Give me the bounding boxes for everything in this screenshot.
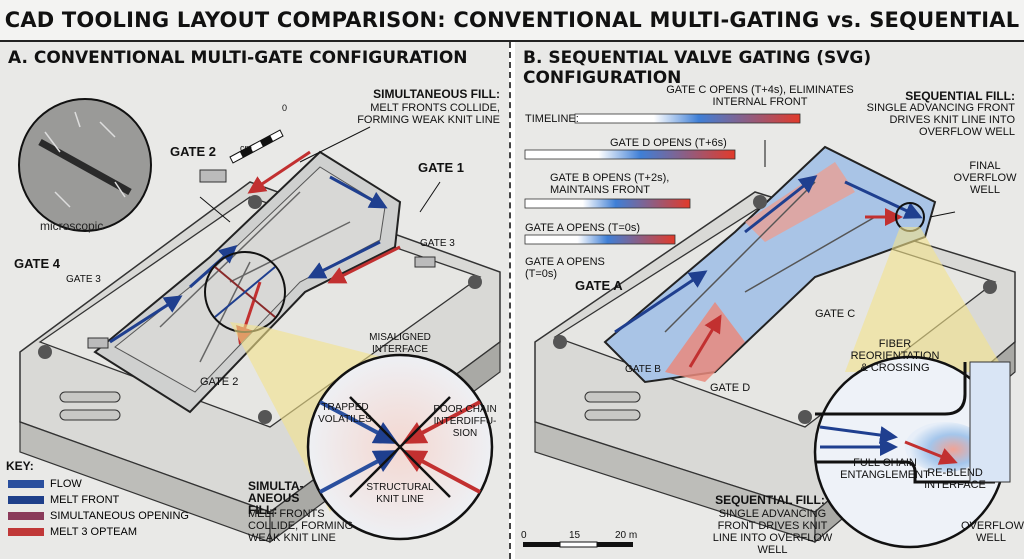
microscopic-label: microscopic (40, 219, 104, 233)
gate-b-timeline-label: GATE B OPENS (T+2s), MAINTAINS FRONT (550, 172, 670, 196)
gate-a-timeline-label: GATE A OPENS (T=0s) (525, 222, 641, 234)
legend: KEY: FLOW MELT FRONT SIMULTANEOUS OPENIN… (6, 460, 206, 540)
scale-20: 20 m (615, 530, 638, 541)
legend-label: FLOW (50, 478, 82, 490)
gate-a-label: GATE A (575, 278, 623, 293)
gate-d-label: GATE D (710, 382, 751, 394)
gate-c-timeline-label: GATE C OPENS (T+4s), ELIMINATES INTERNAL… (666, 84, 854, 108)
panel-conventional: A. CONVENTIONAL MULTI-GATE CONFIGURATION… (0, 42, 509, 559)
mold-drawing-b (523, 113, 1016, 549)
panel-b-heading: B. SEQUENTIAL VALVE GATING (SVG) CONFIGU… (523, 48, 872, 88)
zoom-bottom-label: STRUCTURAL KNIT LINE (366, 482, 434, 505)
gate-3-small-right: GATE 3 (420, 238, 455, 249)
callout-top-body: MELT FRONTS COLLIDE, FORMING WEAK KNIT L… (357, 102, 500, 126)
bottom-seq-body: SINGLE ADVANCING FRONT DRIVES KNIT LINE … (712, 508, 833, 556)
legend-item-melt-front: MELT FRONT (6, 492, 206, 508)
gate-1-label: GATE 1 (418, 160, 464, 175)
gate-c-label: GATE C (815, 308, 856, 320)
legend-label: MELT 3 OPTEAM (50, 526, 138, 538)
legend-item-simultaneous: SIMULTANEOUS OPENING (6, 508, 206, 524)
scale-zero-label: 0 (282, 103, 288, 113)
final-overflow-label: FINAL OVERFLOW WELL (953, 160, 1017, 196)
entangle-label: FULL CHAIN ENTANGLEMENT (840, 457, 930, 481)
legend-swatch (8, 496, 44, 504)
bottom-callout-body: MELT FRONTS COLLIDE, FORMING WEAK KNIT L… (248, 508, 354, 544)
gate-3-small-left: GATE 3 (66, 274, 101, 285)
gate-d-timeline-label: GATE D OPENS (T+6s) (610, 137, 727, 149)
legend-swatch (8, 480, 44, 488)
reblend-label: RE-BLEND INTERFACE (924, 467, 986, 491)
page-title: CAD TOOLING LAYOUT COMPARISON: CONVENTIO… (0, 0, 1024, 72)
seq-fill-head: SEQUENTIAL FILL: (905, 89, 1015, 103)
overflow-label: OVERFLOW WELL (961, 520, 1024, 544)
legend-swatch (8, 512, 44, 520)
zoom-top-label: MISALIGNED INTERFACE (369, 332, 431, 355)
gate-4-label: GATE 4 (14, 256, 60, 271)
scale-15: 15 (569, 530, 581, 541)
legend-item-melt3: MELT 3 OPTEAM (6, 524, 206, 540)
seq-fill-body: SINGLE ADVANCING FRONT DRIVES KNIT LINE … (866, 102, 1015, 138)
gate-2-label: GATE 2 (170, 144, 216, 159)
fiber-label: FIBER REORIENTATION & CROSSING (850, 338, 940, 374)
gate-b-label: GATE B (625, 364, 661, 375)
gate-2-bottom-label: GATE 2 (200, 376, 239, 388)
panel-a-heading: A. CONVENTIONAL MULTI-GATE CONFIGURATION (8, 48, 468, 68)
zoom-left-label: TRAPPED VOLATILES (318, 402, 372, 425)
timeline-label: TIMELINE: (525, 113, 579, 125)
bottom-callout-head: SIMULTA-ANEOUS FILL: (248, 479, 304, 517)
panel-divider (509, 42, 515, 559)
panel-sequential: B. SEQUENTIAL VALVE GATING (SVG) CONFIGU… (515, 42, 1024, 559)
scale-0: 0 (521, 530, 527, 541)
gate-a-timeline-label-2: GATE A OPENS (T=0s) (525, 256, 605, 280)
legend-label: SIMULTANEOUS OPENING (50, 510, 189, 522)
callout-top-head: SIMULTANEOUS FILL: (373, 87, 500, 101)
mold-drawing-a (18, 98, 501, 544)
zoom-right-label: POOR CHAIN INTERDIFFU-SION (433, 404, 497, 439)
legend-label: MELT FRONT (50, 494, 120, 506)
scale-unit-label: cm (240, 143, 252, 153)
legend-title: KEY: (6, 459, 34, 473)
legend-swatch (8, 528, 44, 536)
bottom-seq-head: SEQUENTIAL FILL: (715, 493, 825, 507)
legend-item-flow: FLOW (6, 476, 206, 492)
